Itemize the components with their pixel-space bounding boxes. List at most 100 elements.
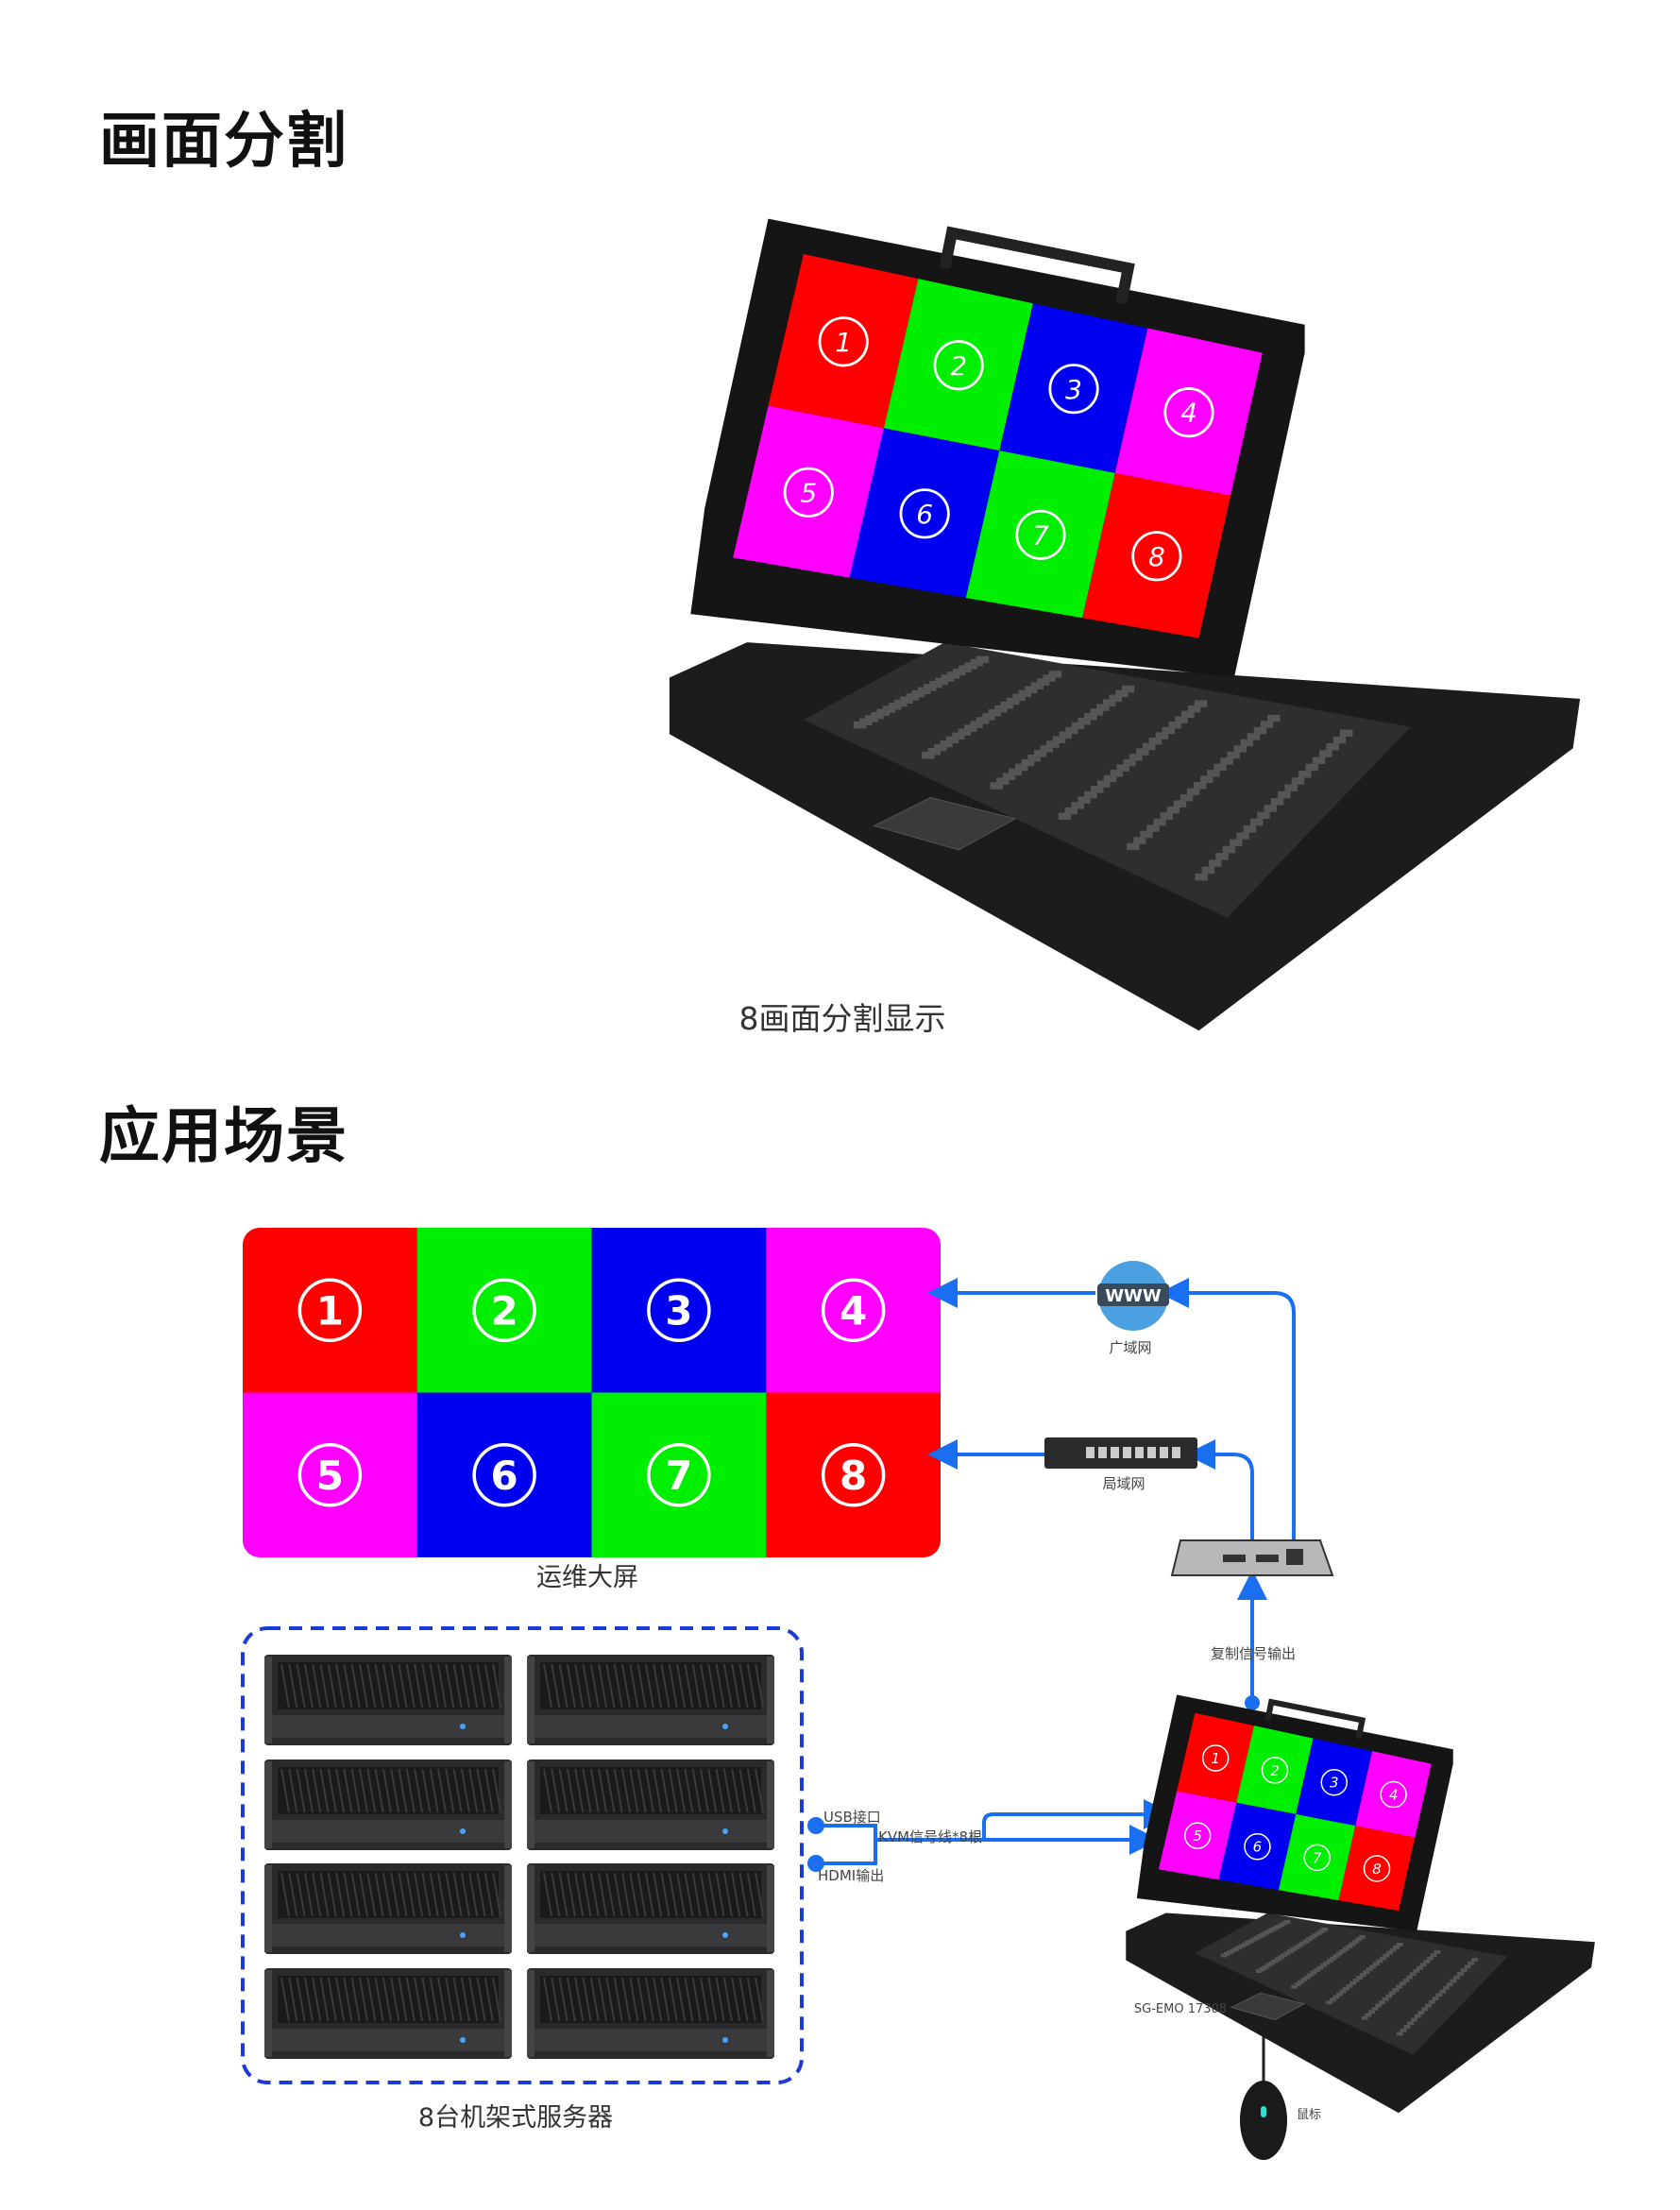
number-circle (1048, 364, 1099, 415)
vent-line (722, 1768, 733, 1813)
screen-cell-4 (1114, 328, 1263, 496)
key (1274, 1957, 1281, 1962)
key (1233, 745, 1247, 753)
rack-server (264, 1968, 512, 2059)
server-front-panel (533, 2029, 769, 2051)
vent-line (374, 1663, 384, 1708)
vent-line (731, 1768, 741, 1813)
key (1243, 825, 1257, 833)
key (1102, 699, 1116, 706)
key (1399, 1981, 1406, 1986)
vent-line (715, 1663, 725, 1708)
vent-line (327, 1768, 337, 1813)
big-screen-number: 2 (491, 1287, 518, 1334)
key (1129, 754, 1143, 761)
key (1402, 1978, 1410, 1982)
vent-line (468, 1977, 479, 2022)
server-front-panel (533, 1924, 769, 1946)
key (1352, 1978, 1360, 1982)
vent-line (668, 1977, 678, 2022)
key (1021, 758, 1035, 767)
number-circle (1320, 1768, 1349, 1796)
key (1297, 1980, 1304, 1984)
rack-server (264, 1655, 512, 1745)
vent-line (398, 1768, 408, 1813)
vent-line (280, 1768, 290, 1813)
vent-line (445, 1663, 455, 1708)
hdmi-port (1223, 1555, 1246, 1562)
key (1200, 775, 1213, 784)
key (1332, 1954, 1340, 1958)
vent-line (551, 1768, 561, 1813)
key (1048, 671, 1062, 678)
vent-line (621, 1872, 631, 1917)
key (1343, 1986, 1349, 1991)
vent-line (691, 1872, 702, 1917)
key (1421, 2007, 1429, 2012)
key (1091, 786, 1104, 793)
number-circle (472, 1278, 536, 1342)
number-circle (647, 1443, 711, 1507)
key (1262, 1964, 1269, 1969)
screen-cell-1 (1177, 1712, 1254, 1803)
key (1389, 1947, 1397, 1952)
key (1283, 1919, 1291, 1924)
key (1179, 793, 1194, 802)
vent-line (319, 1977, 330, 2022)
big-screen-cell-5 (243, 1392, 418, 1557)
screen-number: 3 (1330, 1775, 1339, 1792)
rack-ear (527, 1657, 535, 1743)
vent-line (429, 1977, 439, 2022)
vent-line (676, 1663, 687, 1708)
power-led (460, 1932, 466, 1938)
vent-line (684, 1977, 694, 2022)
screen-number: 2 (950, 350, 967, 382)
vent-line (468, 1663, 479, 1708)
key (1294, 1982, 1301, 1987)
screen-cell-3 (999, 303, 1148, 473)
key (1046, 740, 1060, 748)
key (1293, 1945, 1300, 1949)
key (1186, 788, 1200, 795)
key (1439, 1989, 1447, 1994)
vent-line (629, 1872, 639, 1917)
vent-line (707, 1663, 718, 1708)
vent-line (746, 1977, 756, 2022)
vent-line (405, 1977, 416, 2022)
key (1002, 773, 1016, 780)
big-screen-cell-8 (766, 1392, 941, 1557)
key (1379, 1956, 1386, 1961)
switch-port (1111, 1447, 1119, 1458)
key (1298, 771, 1312, 778)
key (1162, 726, 1176, 735)
vent-line (543, 1977, 552, 2022)
vent-line (421, 1768, 432, 1813)
key (1166, 806, 1180, 814)
vent-line (707, 1977, 718, 2022)
vent-line (653, 1768, 663, 1813)
key (1403, 2025, 1411, 2029)
vent-line (668, 1872, 678, 1917)
key (1382, 1997, 1389, 2001)
vent-line (746, 1663, 756, 1708)
vent-line (382, 1768, 392, 1813)
rack-ear (504, 1657, 512, 1743)
vent-line (452, 1872, 463, 1917)
vent-line (296, 1768, 306, 1813)
vent-line (460, 1977, 470, 2022)
key (1342, 1946, 1349, 1951)
rack-ear (264, 1761, 272, 1848)
key (1116, 764, 1129, 772)
key (982, 713, 995, 721)
vent-line (636, 1977, 647, 2022)
big-screen-number: 7 (665, 1453, 692, 1499)
key (1396, 1942, 1403, 1946)
vent-line (429, 1768, 439, 1813)
big-screen-number: 8 (840, 1453, 867, 1499)
server-front-panel (270, 2029, 506, 2051)
key (1078, 717, 1091, 725)
key (1255, 1969, 1263, 1974)
rack-server (527, 1968, 774, 2059)
key (1435, 1993, 1443, 1998)
